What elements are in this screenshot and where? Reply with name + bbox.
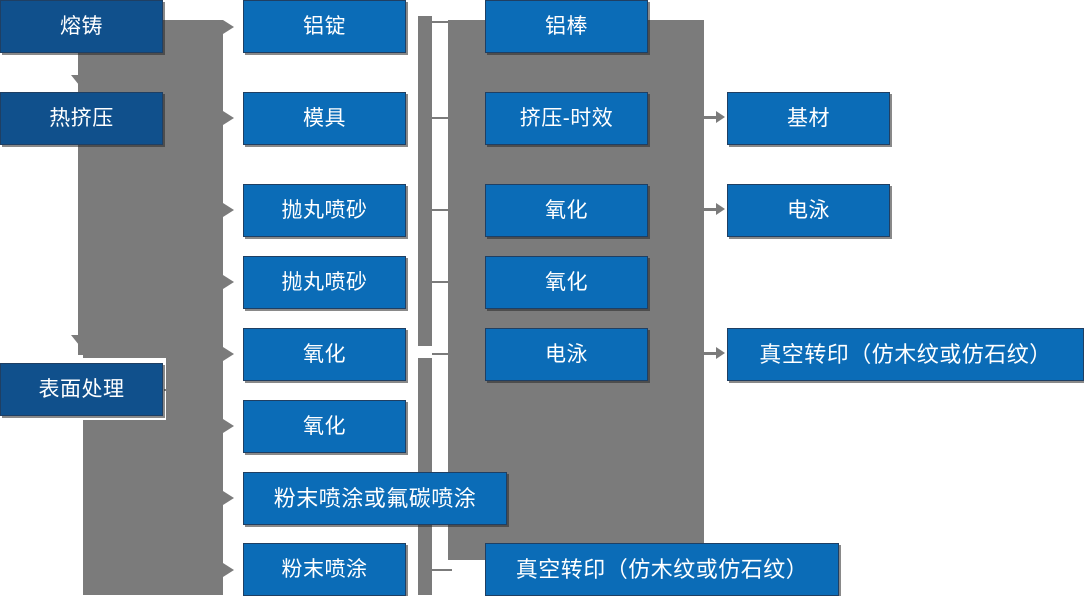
arrow-shaft: [704, 115, 716, 119]
rung-5: [432, 353, 452, 355]
process-node-fenmo-futan-label: 粉末喷涂或氟碳喷涂: [273, 485, 477, 511]
surface-treatment-stub: [164, 389, 186, 391]
process-node-paowan-1-label: 抛丸喷砂: [281, 199, 368, 222]
process-node-fenmo-label: 粉末喷涂: [281, 558, 368, 581]
stage-node-rejiya[interactable]: 热挤压: [0, 92, 163, 145]
stage-down-arrow-2: [71, 335, 87, 345]
treatment-node-yanghua-a[interactable]: 氧化: [485, 184, 648, 237]
treatment-node-dianyong[interactable]: 电泳: [485, 328, 648, 381]
product-node-vacuum-transfer[interactable]: 真空转印（仿木纹或仿石纹）: [727, 328, 1084, 381]
process-node-yanghua-2-label: 氧化: [303, 415, 346, 438]
process-arrow-8: [223, 563, 234, 577]
stage-down-arrow-1: [71, 75, 87, 85]
treatment-node-vacuum-transfer-bottom[interactable]: 真空转印（仿木纹或仿石纹）: [485, 543, 839, 596]
product-node-jicai[interactable]: 基材: [727, 92, 890, 145]
treatment-node-jiya-shixiao-label: 挤压-时效: [519, 107, 614, 130]
treatment-node-yanghua-b[interactable]: 氧化: [485, 256, 648, 309]
process-node-paowan-2[interactable]: 抛丸喷砂: [243, 256, 406, 309]
process-node-yanghua-2[interactable]: 氧化: [243, 400, 406, 453]
treatment-node-jiya-shixiao[interactable]: 挤压-时效: [485, 92, 648, 145]
arrow-shaft: [704, 207, 716, 211]
process-arrow-3: [223, 203, 234, 217]
process-node-paowan-1[interactable]: 抛丸喷砂: [243, 184, 406, 237]
process-arrow-5: [223, 347, 234, 361]
product-arrow-jicai: [704, 111, 725, 123]
process-side-bar-upper: [418, 16, 432, 346]
stage-node-rejiya-label: 热挤压: [49, 107, 114, 130]
process-arrow-2: [223, 111, 234, 125]
product-node-jicai-label: 基材: [787, 107, 830, 130]
treatment-node-yanghua-a-label: 氧化: [545, 199, 588, 222]
process-node-yanghua-1-label: 氧化: [303, 343, 346, 366]
product-node-vacuum-transfer-label: 真空转印（仿木纹或仿石纹）: [759, 341, 1052, 367]
rung-4: [432, 281, 452, 283]
arrow-head: [716, 347, 725, 359]
process-arrow-1: [223, 20, 234, 34]
process-node-fenmo-futan[interactable]: 粉末喷涂或氟碳喷涂: [243, 472, 507, 525]
product-arrow-dianyong: [704, 203, 725, 215]
process-node-paowan-2-label: 抛丸喷砂: [281, 271, 368, 294]
process-node-yanghua-1[interactable]: 氧化: [243, 328, 406, 381]
process-node-fenmo[interactable]: 粉末喷涂: [243, 543, 406, 596]
treatment-node-lvbang[interactable]: 铝棒: [485, 0, 648, 53]
treatment-node-lvbang-label: 铝棒: [545, 15, 588, 38]
stage-node-biaomian-label: 表面处理: [38, 378, 125, 401]
rung-1: [432, 21, 452, 23]
product-arrow-zkzy: [704, 347, 725, 359]
stage-node-biaomian[interactable]: 表面处理: [0, 363, 163, 416]
rung-6: [432, 569, 452, 571]
process-arrow-4: [223, 275, 234, 289]
process-node-muju-label: 模具: [303, 107, 346, 130]
treatment-node-dianyong-label: 电泳: [545, 343, 588, 366]
product-node-dianyong[interactable]: 电泳: [727, 184, 890, 237]
product-node-dianyong-label: 电泳: [787, 199, 830, 222]
rung-2: [432, 117, 452, 119]
process-arrow-6: [223, 419, 234, 433]
process-node-lvding-label: 铝锭: [303, 15, 346, 38]
treatment-node-vacuum-transfer-bottom-label: 真空转印（仿木纹或仿石纹）: [515, 556, 809, 582]
treatment-node-yanghua-b-label: 氧化: [545, 271, 588, 294]
stage-node-rongzhu-label: 熔铸: [60, 15, 103, 38]
process-node-lvding[interactable]: 铝锭: [243, 0, 406, 53]
stage-node-rongzhu[interactable]: 熔铸: [0, 0, 163, 53]
rung-3: [432, 209, 452, 211]
process-arrow-7: [223, 491, 234, 505]
process-feed-bar-lower: [176, 358, 223, 595]
arrow-shaft: [704, 351, 716, 355]
arrow-head: [716, 111, 725, 123]
arrow-head: [716, 203, 725, 215]
process-node-muju[interactable]: 模具: [243, 92, 406, 145]
